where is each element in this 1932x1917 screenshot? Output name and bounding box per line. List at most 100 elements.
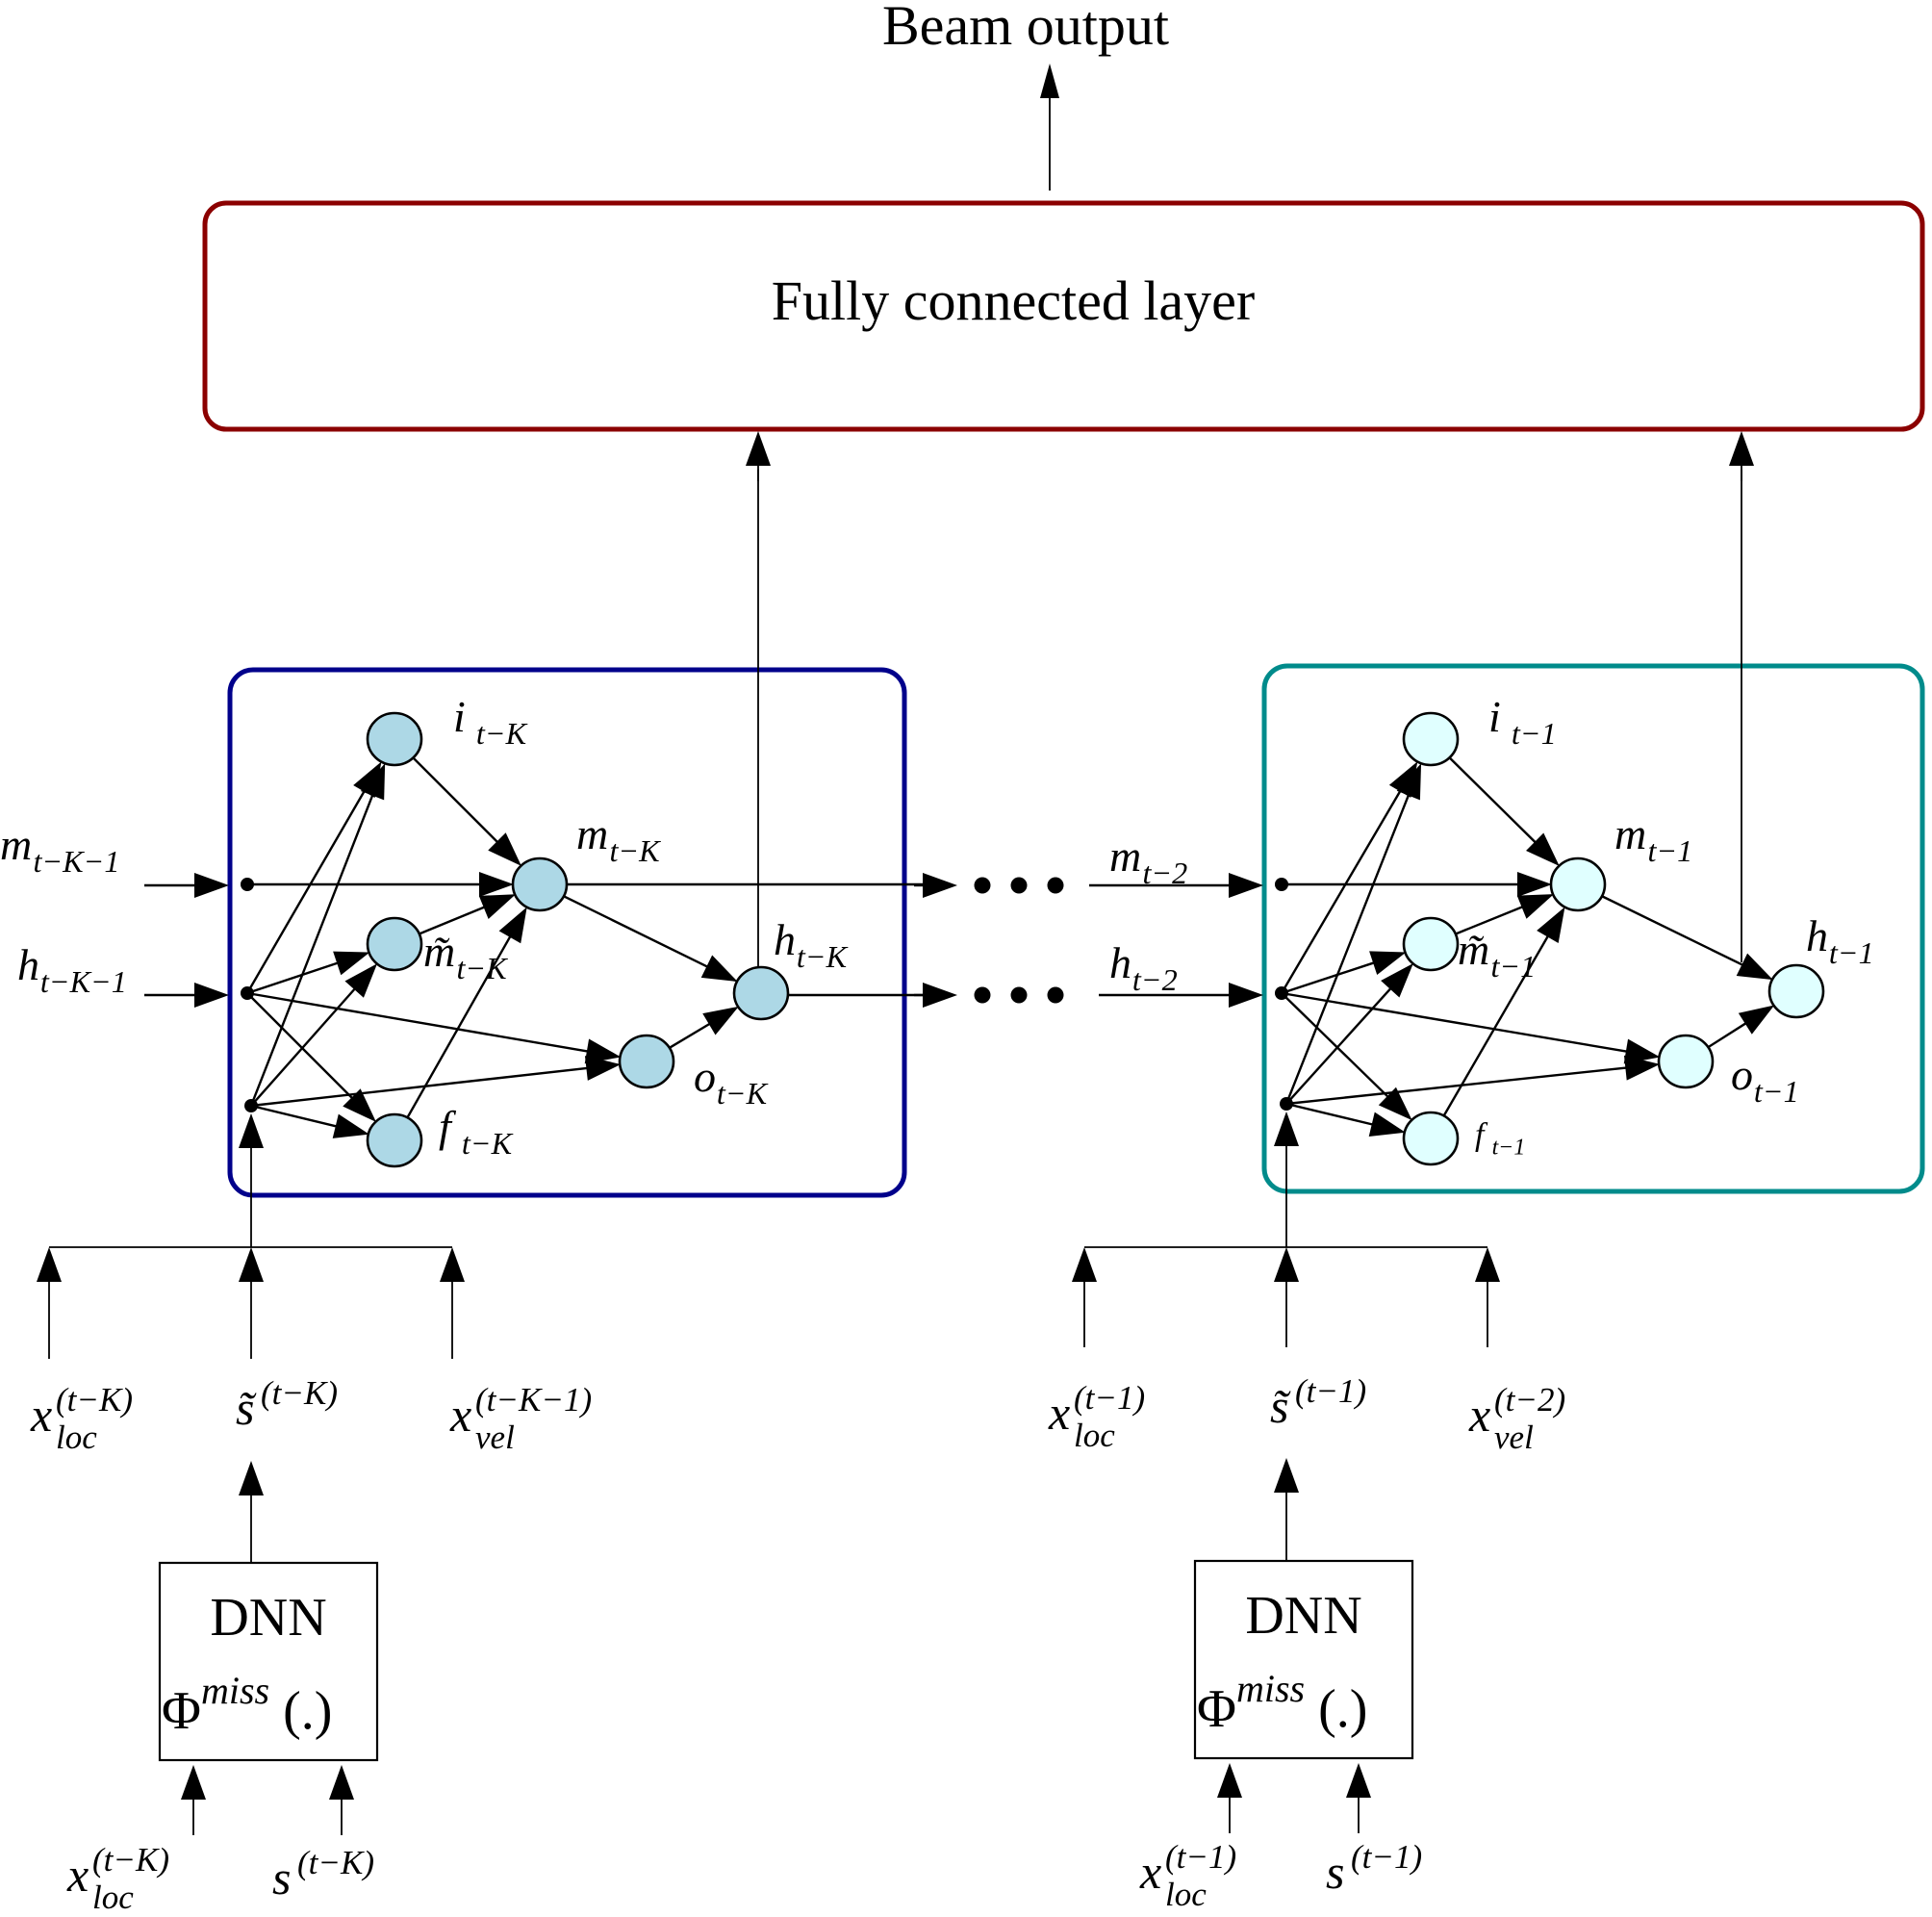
edge-memory-to-hidden (1600, 894, 1773, 981)
arrowhead-icon (498, 907, 527, 944)
label-dnn-input-0-left-base: x (66, 1848, 89, 1902)
label-input-2-left-superscript: (t−K−1) (475, 1381, 592, 1419)
label-f-left-subscript: t−K (462, 1126, 514, 1161)
label-input-0-left: x(t−K)loc (30, 1381, 133, 1456)
arrowhead-icon (1537, 907, 1565, 944)
label-m-prev-right-base: m (1109, 831, 1141, 881)
arrowhead-icon (1475, 1247, 1500, 1282)
arrow-hidden-out (914, 983, 957, 1008)
label-dnn-input-0-right-subscript: loc (1165, 1876, 1207, 1913)
arrowhead-icon (329, 1765, 354, 1800)
arrowhead-icon (584, 1038, 622, 1064)
junction-dot (244, 1099, 258, 1112)
label-o-right-subscript: t−1 (1754, 1074, 1799, 1109)
label-input-1-left-superscript: (t−K) (261, 1374, 338, 1412)
label-o-left-subscript: t−K (717, 1076, 769, 1111)
arrowhead-icon (1369, 951, 1407, 976)
label-input-1-right: s̃(t−1) (1270, 1372, 1366, 1433)
ellipsis-dot (1047, 986, 1064, 1004)
node-i-left (366, 711, 423, 767)
arrowhead-icon (332, 1113, 369, 1138)
label-i-right-subscript: t−1 (1512, 716, 1557, 751)
edge-to-forget-gate (1281, 992, 1412, 1121)
label-o-left-base: o (694, 1052, 716, 1101)
arrowhead-icon (746, 431, 771, 466)
edge-output-gate-to-hidden (1707, 1005, 1775, 1049)
arrowhead-icon (584, 1056, 622, 1081)
arrowhead-icon (1229, 873, 1263, 898)
arrow-m-prev-in (1089, 873, 1263, 898)
arrowhead-icon (1736, 953, 1773, 981)
edge-forget-gate-to-memory (1442, 907, 1565, 1117)
arrowhead-icon (1381, 963, 1413, 998)
dnn-function-superscript: miss (1236, 1667, 1305, 1710)
edge-to-forget-gate (246, 992, 376, 1122)
label-m-right: mt−1 (1614, 809, 1692, 868)
arrow-dnn-output (239, 1461, 264, 1563)
label-h-prev-left-subscript: t−K−1 (40, 964, 127, 999)
node-m-left (511, 856, 569, 912)
dnn-function: Φmiss (.) (162, 1669, 332, 1741)
arrowhead-icon (1217, 1763, 1242, 1798)
dnn-title: DNN (210, 1588, 326, 1648)
edge-to-forget-gate (250, 1104, 369, 1138)
label-input-0-left-base: x (30, 1388, 52, 1442)
label-dnn-input-0-right-base: x (1139, 1845, 1161, 1899)
label-m-prev-left-subscript: t−K−1 (34, 844, 120, 879)
ellipsis-dot (974, 877, 991, 894)
arrowhead-icon (1623, 1055, 1661, 1081)
arrowhead-icon (194, 983, 229, 1008)
label-mt-left-base: m̃ (423, 927, 455, 976)
edge-to-candidate (250, 963, 378, 1107)
label-h-prev-left-base: h (17, 940, 39, 989)
label-h-right: ht−1 (1806, 911, 1874, 970)
dnn-box (1193, 1559, 1414, 1760)
node-f-left (366, 1112, 423, 1168)
label-dnn-input-1-right-base: s (1326, 1845, 1344, 1899)
arrowhead-icon (1346, 1763, 1371, 1798)
dnn-function-args: (.) (1305, 1679, 1367, 1739)
label-dnn-input-0-left: x(t−K)loc (66, 1841, 169, 1916)
arrowhead-icon (1517, 872, 1552, 897)
arrowhead-icon (1368, 1112, 1406, 1137)
node-mt-left (366, 916, 423, 972)
arrow-h-prev-in (144, 983, 229, 1008)
junction-dot (1275, 986, 1288, 1000)
label-input-2-left-subscript: vel (475, 1419, 515, 1456)
label-dnn-input-0-right: x(t−1)loc (1139, 1838, 1236, 1913)
arrowhead-icon (239, 1461, 264, 1495)
dnn-function-base: Φ (1197, 1679, 1236, 1739)
edge-to-output-gate (1285, 1055, 1661, 1106)
label-i-left-base: i (453, 692, 466, 741)
arrowhead-icon (333, 951, 370, 976)
arrow-hidden-to-fc (746, 431, 771, 481)
label-input-0-left-superscript: (t−K) (56, 1381, 133, 1419)
arrow-h-prev-in (1099, 983, 1263, 1008)
edge-to-output-gate (250, 1056, 622, 1108)
label-dnn-input-0-right-superscript: (t−1) (1165, 1838, 1236, 1876)
arrowhead-icon (1072, 1247, 1097, 1282)
label-mt-right-base: m̃ (1458, 925, 1489, 974)
arrowhead-icon (1396, 763, 1422, 801)
edge-to-candidate (1281, 951, 1407, 995)
dnn-function-base: Φ (162, 1681, 201, 1741)
arrowhead-icon (923, 873, 957, 898)
edge-to-candidate (1285, 963, 1413, 1105)
dnn-function-superscript: miss (201, 1669, 269, 1712)
label-h-prev-right: ht−2 (1109, 938, 1178, 997)
dnn-box (158, 1561, 379, 1762)
edge-input-gate-to-memory (1448, 756, 1560, 867)
label-input-2-left-base: x (449, 1388, 471, 1442)
label-input-1-right-superscript: (t−1) (1295, 1372, 1366, 1410)
label-input-2-right-superscript: (t−2) (1494, 1381, 1565, 1419)
label-m-left-base: m (576, 809, 608, 858)
arrow-input-0 (37, 1247, 62, 1359)
edge-candidate-to-memory (1454, 894, 1554, 935)
label-dnn-input-1-right-superscript: (t−1) (1351, 1838, 1422, 1876)
arrow-input-2 (440, 1247, 465, 1359)
node-h-left (732, 965, 790, 1021)
junction-dot (241, 878, 254, 891)
label-m-left-subscript: t−K (610, 833, 662, 868)
